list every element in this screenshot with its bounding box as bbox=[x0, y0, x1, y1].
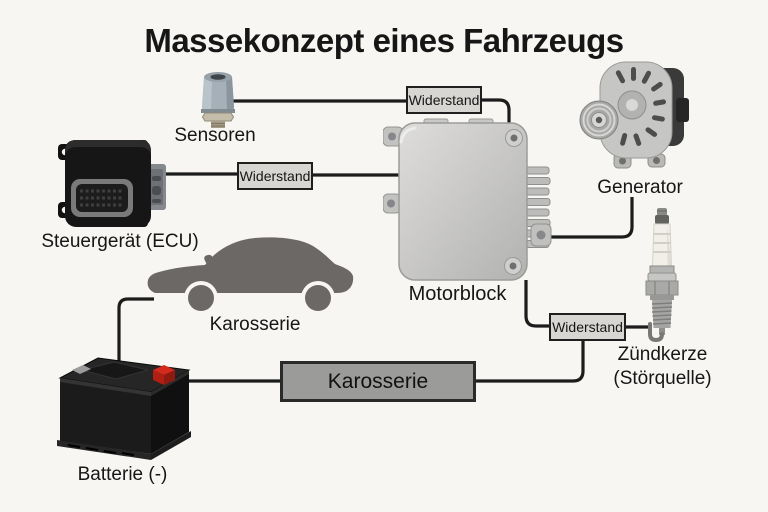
alternator-icon bbox=[579, 61, 689, 169]
wire-resistor-top-to-motorblock bbox=[482, 98, 511, 128]
label-motorblock: Motorblock bbox=[408, 283, 507, 305]
sensor-icon bbox=[201, 72, 235, 128]
label-batterie: Batterie (-) bbox=[77, 464, 168, 485]
wire-groundbus-to-resistor-right bbox=[476, 341, 585, 383]
resistor-box-top-label: Widerstand bbox=[408, 92, 480, 108]
label-sensoren: Sensoren bbox=[174, 125, 256, 146]
resistor-box-right-label: Widerstand bbox=[552, 319, 623, 335]
resistor-box-left-label: Widerstand bbox=[239, 168, 311, 184]
ground-bus-label: Karosserie bbox=[327, 369, 429, 393]
wire-generator-to-motorblock bbox=[549, 197, 634, 239]
car-body-icon bbox=[147, 237, 354, 313]
ground-bus-box: Karosserie bbox=[280, 361, 476, 402]
resistor-box-left: Widerstand bbox=[237, 162, 313, 190]
ecu-icon bbox=[58, 140, 166, 227]
wire-car-to-battery bbox=[117, 297, 154, 362]
label-karosserie: Karosserie bbox=[209, 314, 301, 335]
label-generator: Generator bbox=[597, 177, 683, 198]
label-zuendkerze-sub: (Störquelle) bbox=[613, 368, 712, 389]
page-title: Massekonzept eines Fahrzeugs bbox=[144, 22, 624, 59]
resistor-box-top: Widerstand bbox=[406, 86, 482, 114]
resistor-box-right: Widerstand bbox=[549, 313, 626, 341]
wire-motorblock-to-resistor-right bbox=[524, 280, 549, 328]
label-steuergeraet: Steuergerät (ECU) bbox=[41, 231, 199, 252]
engine-block-icon bbox=[383, 118, 552, 281]
label-zuendkerze: Zündkerze bbox=[617, 344, 708, 365]
spark-plug-icon bbox=[645, 208, 679, 342]
battery-icon bbox=[57, 357, 191, 460]
